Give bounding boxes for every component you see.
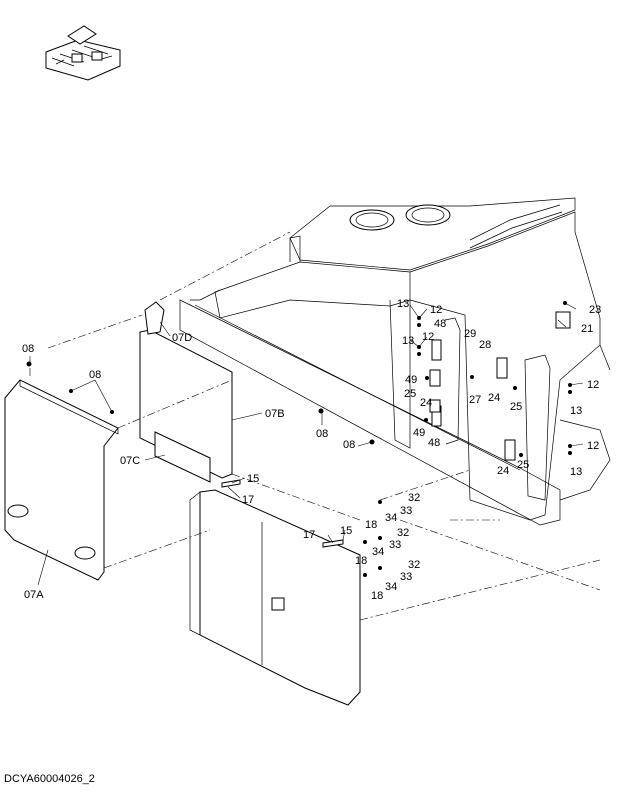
callout-32: 32	[408, 559, 420, 571]
callout-49: 49	[413, 427, 425, 439]
callout-28: 28	[479, 339, 491, 351]
callout-18: 18	[371, 590, 383, 602]
callout-08: 08	[89, 369, 101, 381]
callout-24: 24	[420, 397, 432, 409]
callout-18: 18	[355, 555, 367, 567]
callout-07d: 07D	[172, 332, 192, 344]
callout-12: 12	[587, 379, 599, 391]
callout-32: 32	[408, 492, 420, 504]
callout-21: 21	[581, 323, 593, 335]
callout-24: 24	[497, 465, 509, 477]
callout-33: 33	[400, 505, 412, 517]
callout-13: 13	[397, 298, 409, 310]
callout-15: 15	[247, 473, 259, 485]
callout-23: 23	[589, 304, 601, 316]
callout-07a: 07A	[24, 589, 44, 601]
assembly-lines	[29, 231, 601, 621]
insulation-07d	[144, 301, 165, 335]
callout-17: 17	[303, 529, 315, 541]
callout-18: 18	[365, 519, 377, 531]
callout-24: 24	[488, 392, 500, 404]
drawing-id: DCYA60004026_2	[4, 773, 95, 785]
callout-34: 34	[385, 581, 397, 593]
callout-12: 12	[422, 331, 434, 343]
callout-33: 33	[400, 571, 412, 583]
callout-48: 48	[434, 318, 446, 330]
callout-07c: 07C	[120, 455, 140, 467]
side-panel-07a	[4, 379, 119, 581]
callout-25: 25	[510, 401, 522, 413]
callout-08: 08	[22, 343, 34, 355]
hinge-brackets	[429, 311, 571, 461]
insulation-07c	[154, 431, 211, 483]
callout-34: 34	[372, 546, 384, 558]
callout-34: 34	[385, 512, 397, 524]
counterweight-cover	[189, 489, 361, 706]
main-frame-assembly	[179, 197, 611, 526]
callout-29: 29	[464, 328, 476, 340]
callout-33: 33	[389, 539, 401, 551]
callout-25: 25	[404, 388, 416, 400]
callout-08: 08	[316, 428, 328, 440]
callout-labels: 08 08 08 08 07A 07B 07C 07D 13 12 13 12 …	[22, 298, 601, 602]
callout-17: 17	[242, 494, 254, 506]
callout-48: 48	[428, 437, 440, 449]
callout-12: 12	[430, 304, 442, 316]
callout-13: 13	[402, 335, 414, 347]
callout-15: 15	[340, 525, 352, 537]
callout-25: 25	[517, 459, 529, 471]
callout-32: 32	[397, 527, 409, 539]
callout-27: 27	[469, 394, 481, 406]
callout-13: 13	[570, 405, 582, 417]
callout-12: 12	[587, 440, 599, 452]
callout-08: 08	[343, 439, 355, 451]
callout-13: 13	[570, 466, 582, 478]
callout-49: 49	[405, 374, 417, 386]
leader-lines	[29, 302, 584, 586]
callout-07b: 07B	[265, 408, 285, 420]
machine-locator-icon	[45, 25, 121, 81]
